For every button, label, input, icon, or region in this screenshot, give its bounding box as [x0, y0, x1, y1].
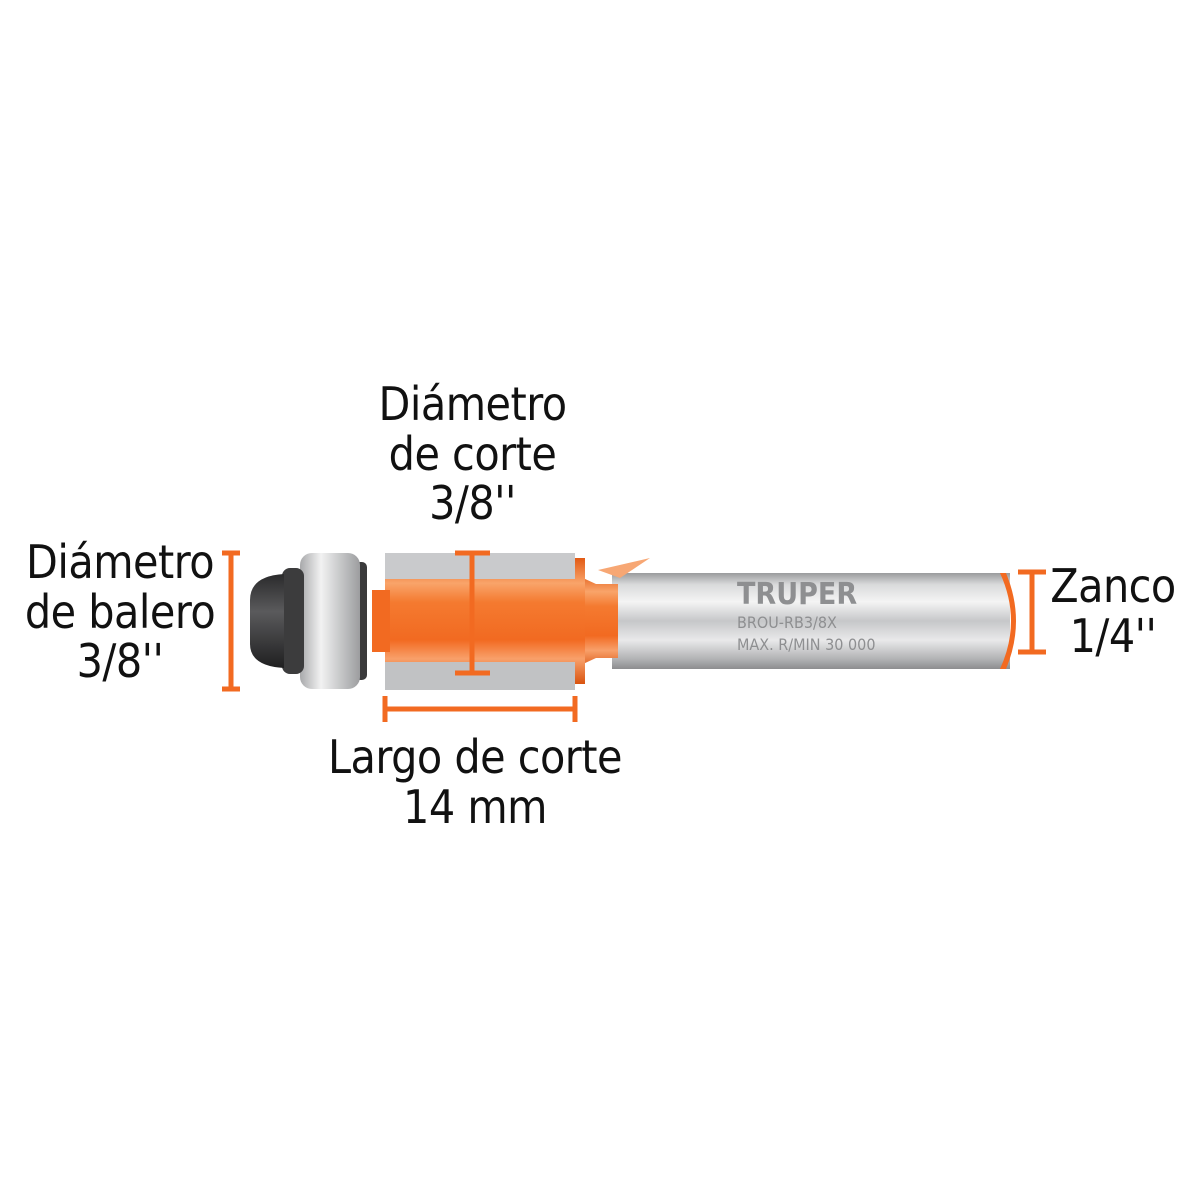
cutter-body	[372, 553, 585, 690]
cutting-diameter-label: Diámetro de corte 3/8''	[370, 377, 575, 531]
shank-diameter-marker	[1018, 569, 1046, 655]
label-value: 1/4''	[1069, 608, 1157, 663]
cutting-length-label: Largo de corte 14 mm	[320, 730, 630, 834]
bearing-diameter-marker	[222, 550, 240, 692]
label-line: Diámetro	[25, 535, 215, 589]
label-line: Zanco	[1050, 559, 1176, 613]
cutting-length-marker	[382, 696, 578, 722]
bearing-diameter-label: Diámetro de balero 3/8''	[20, 535, 220, 689]
max-speed: MAX. R/MIN 30 000	[737, 635, 875, 654]
label-line: Diámetro	[378, 377, 567, 431]
label-value: 3/8''	[76, 634, 164, 689]
model-code: BROU-RB3/8X	[737, 613, 837, 632]
shank	[598, 558, 1016, 669]
dimension-markers	[222, 550, 1046, 722]
label-line: Largo de corte	[328, 730, 622, 784]
brand-logo: TRUPER	[737, 577, 857, 612]
label-line: de balero	[24, 584, 216, 639]
bearing	[250, 553, 367, 689]
shank-label: Zanco 1/4''	[1048, 559, 1178, 663]
label-value: 14 mm	[403, 779, 547, 834]
label-value: 3/8''	[429, 476, 516, 531]
cutting-diameter-marker	[455, 550, 490, 676]
shank-engraving: TRUPER BROU-RB3/8X MAX. R/MIN 30 000	[737, 577, 875, 654]
label-line: de corte	[388, 426, 557, 481]
